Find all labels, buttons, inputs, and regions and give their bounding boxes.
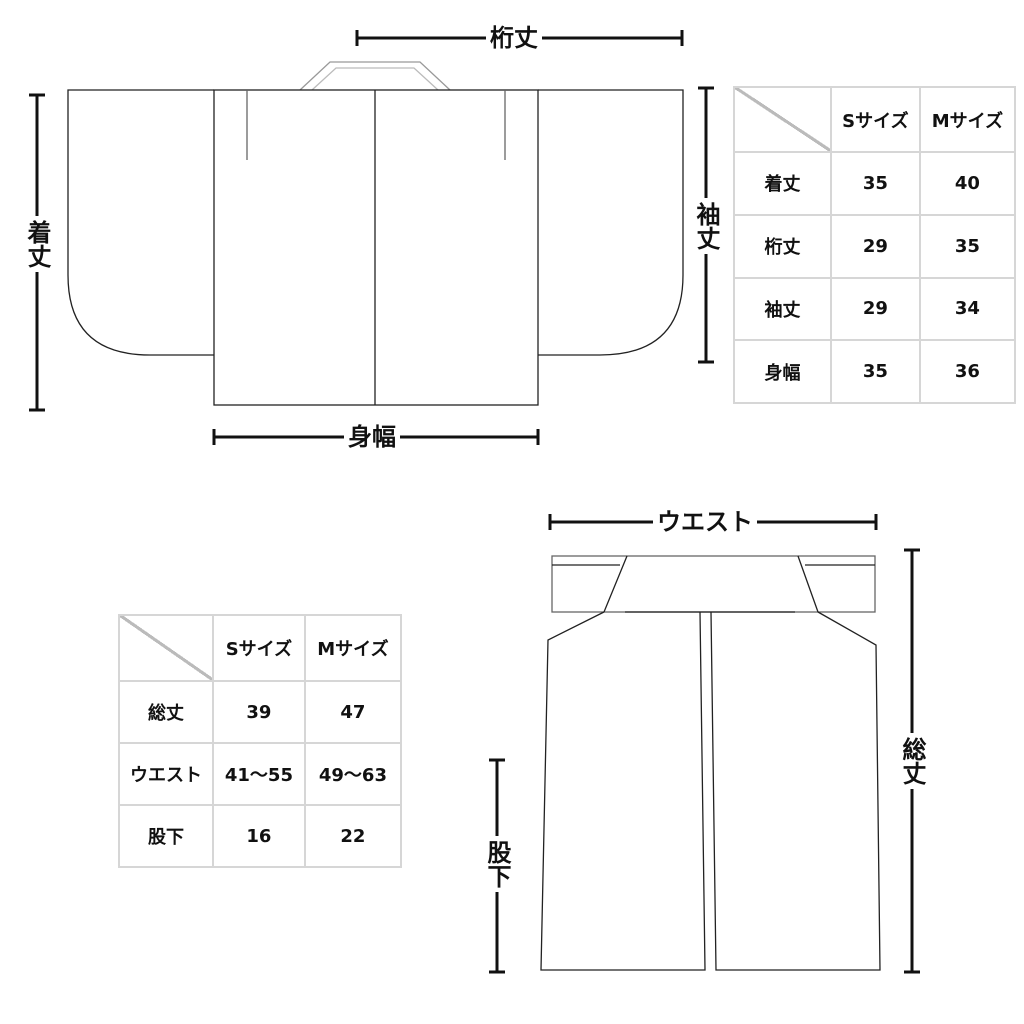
header-s: Sサイズ [212,614,306,682]
label-yukitake: 桁丈 [486,26,542,50]
cell-m: 40 [918,151,1017,216]
label-waist: ウエスト [653,510,757,534]
corner-cell [118,614,214,682]
row-label: 股下 [118,804,214,868]
header-m: Mサイズ [303,614,403,682]
corner-cell [733,86,832,153]
label-sodetake: 袖丈 [692,198,720,254]
cell-m: 36 [918,339,1017,404]
cell-s: 16 [212,804,306,868]
row-label: ウエスト [118,742,214,806]
label-mihaba: 身幅 [344,425,400,449]
row-label: 桁丈 [733,213,832,279]
cell-m: 35 [918,213,1017,279]
cell-s: 35 [830,339,921,404]
cell-m: 49〜63 [303,742,403,806]
label-kitake: 着丈 [23,216,51,272]
row-label: 総丈 [118,680,214,744]
row-label: 身幅 [733,339,832,404]
cell-s: 35 [830,151,921,216]
cell-m: 47 [303,680,403,744]
cell-s: 29 [830,276,921,342]
cell-s: 39 [212,680,306,744]
cell-m: 22 [303,804,403,868]
header-m: Mサイズ [918,86,1017,153]
label-soutake: 総丈 [898,733,926,789]
cell-s: 29 [830,213,921,279]
hakama-drawing [540,555,881,971]
cell-m: 34 [918,276,1017,342]
cell-s: 41〜55 [212,742,306,806]
header-s: Sサイズ [830,86,921,153]
haori-drawing [67,61,684,406]
row-label: 着丈 [733,151,832,216]
label-matashita: 股下 [483,836,511,892]
row-label: 袖丈 [733,276,832,342]
